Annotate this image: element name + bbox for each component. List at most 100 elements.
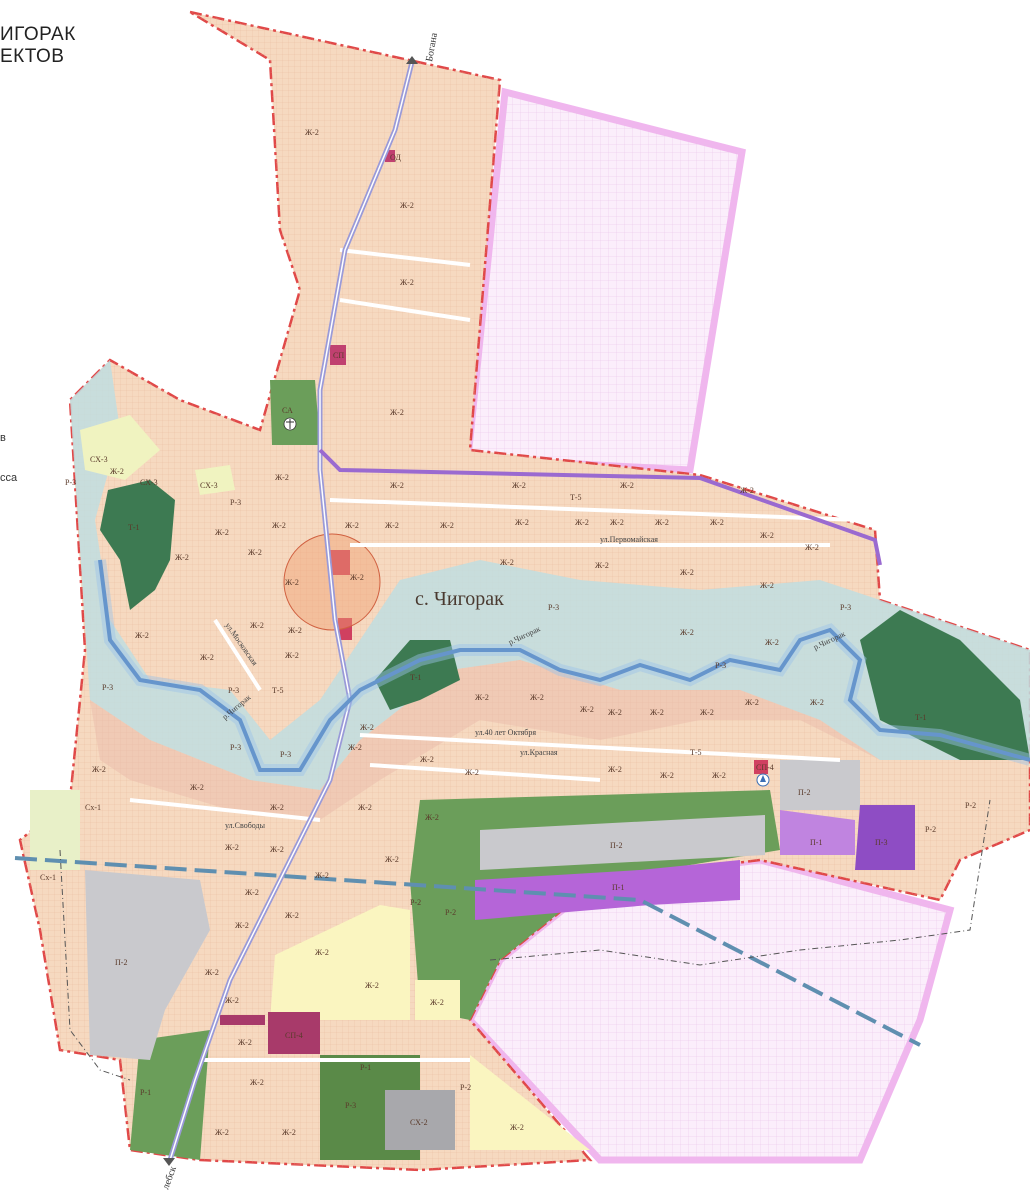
zone-code: СП — [333, 351, 344, 360]
zone-code: Ж-2 — [250, 1078, 264, 1087]
zone-code: Ж-2 — [348, 743, 362, 752]
cemetery-cross-icon — [283, 417, 297, 431]
zone-code: Ж-2 — [315, 871, 329, 880]
zone-code: Сх-1 — [40, 873, 56, 882]
od-building — [385, 150, 395, 162]
south-road-arrow — [163, 1158, 175, 1166]
zone-code: Ж-2 — [385, 855, 399, 864]
water-protection-zone — [70, 360, 1030, 790]
zone-code: Ж-2 — [805, 543, 819, 552]
fence-line — [59, 799, 991, 1081]
street-40-let-oktyabrya: ул.40 лет Октября — [475, 728, 536, 737]
zone-code: Ж-2 — [700, 708, 714, 717]
zone-code: Р-2 — [925, 825, 936, 834]
zone-code: Ж-2 — [465, 768, 479, 777]
zone-code: Ж-2 — [650, 708, 664, 717]
industrial-zone-central — [480, 815, 765, 870]
north-road-label: Богана — [424, 31, 440, 62]
edge-text-fragment-2: сса — [0, 472, 18, 484]
zone-code: Ж-2 — [608, 708, 622, 717]
zone-code: Ж-2 — [272, 521, 286, 530]
street-krasnaya: ул.Красная — [520, 748, 558, 757]
zone-code: Ж-2 — [710, 518, 724, 527]
zone-code: Ж-2 — [760, 531, 774, 540]
zone-code: Ж-2 — [512, 481, 526, 490]
zone-code: Ж-2 — [420, 755, 434, 764]
zone-code: Ж-2 — [225, 996, 239, 1005]
zone-code: СП-4 — [756, 763, 774, 772]
zone-code: Ж-2 — [360, 723, 374, 732]
zone-code: ОД — [390, 153, 401, 162]
zone-code: Ж-2 — [235, 921, 249, 930]
street-pervomayskaya: ул.Первомайская — [600, 535, 658, 544]
zone-code: Ж-2 — [500, 558, 514, 567]
zone-code: СХ-3 — [140, 478, 158, 487]
cemetery-zone — [270, 380, 320, 445]
zone-code: Ж-2 — [610, 518, 624, 527]
zone-code: Р-3 — [65, 478, 76, 487]
south-road-label: лебск — [160, 1165, 179, 1191]
zone-code: Ж-2 — [515, 518, 529, 527]
zone-code: Ж-2 — [200, 653, 214, 662]
zone-code: Ж-2 — [580, 705, 594, 714]
zone-code: Ж-2 — [92, 765, 106, 774]
zone-code: Ж-2 — [110, 467, 124, 476]
zone-code: П-2 — [798, 788, 810, 797]
zone-code: Ж-2 — [400, 201, 414, 210]
zone-code: Ж-2 — [285, 651, 299, 660]
zone-code: П-2 — [115, 958, 127, 967]
industrial-zone-west — [85, 870, 210, 1060]
zone-code: Ж-2 — [430, 998, 444, 1007]
zone-code: Ж-2 — [620, 481, 634, 490]
zone-code: Ж-2 — [390, 408, 404, 417]
zone-code: Р-2 — [460, 1083, 471, 1092]
zone-code: Ж-2 — [425, 813, 439, 822]
zone-code: Ж-2 — [385, 521, 399, 530]
zone-code: П-2 — [610, 841, 622, 850]
zone-code: Ж-2 — [285, 578, 299, 587]
zone-code: Т-1 — [915, 713, 927, 722]
north-road-arrow — [406, 56, 418, 64]
zone-code: СП-4 — [285, 1031, 303, 1040]
zone-code: Ж-2 — [475, 693, 489, 702]
zone-code: Т-5 — [690, 748, 702, 757]
zone-code: П-3 — [875, 838, 887, 847]
zone-code: П-1 — [612, 883, 624, 892]
zone-code: Ж-2 — [238, 1038, 252, 1047]
zone-code: Р-3 — [345, 1101, 356, 1110]
zone-code: Ж-2 — [205, 968, 219, 977]
zone-codes: Ж-2 Ж-2 Ж-2 Ж-2 ОД СП СА СХ-3 СХ-3 СХ-3 … — [40, 128, 976, 1137]
zone-code: Ж-2 — [315, 948, 329, 957]
zone-code: Ж-2 — [245, 888, 259, 897]
zone-code: Ж-2 — [225, 843, 239, 852]
zone-code: Ж-2 — [760, 581, 774, 590]
zone-code: П-1 — [810, 838, 822, 847]
zone-code: Ж-2 — [595, 561, 609, 570]
water-marker-icon — [756, 773, 770, 787]
zone-code: Ж-2 — [305, 128, 319, 137]
street-svobody: ул.Свободы — [225, 821, 266, 830]
zone-code: Р-1 — [140, 1088, 151, 1097]
zone-code: Ж-2 — [190, 783, 204, 792]
street-network — [129, 248, 861, 1062]
zone-code: Ж-2 — [400, 278, 414, 287]
sp4-building — [268, 1012, 320, 1054]
zone-code: Ж-2 — [680, 568, 694, 577]
zone-code: Ж-2 — [745, 698, 759, 707]
zone-code: Р-3 — [230, 743, 241, 752]
edge-text-fragment-1: в — [0, 432, 6, 444]
zone-code: Ж-2 — [215, 528, 229, 537]
zone-code: Т-5 — [272, 686, 284, 695]
zone-code: Ж-2 — [275, 473, 289, 482]
zone-code: Ж-2 — [765, 638, 779, 647]
forest-center — [375, 640, 460, 710]
forest-east — [860, 610, 1030, 760]
zone-code: Ж-2 — [608, 765, 622, 774]
center-building — [330, 550, 350, 575]
industrial-zone-purple — [475, 860, 740, 920]
zone-code: Р-3 — [548, 603, 559, 612]
zone-code: Ж-2 — [510, 1123, 524, 1132]
zone-code: Ж-2 — [740, 486, 754, 495]
forest-west — [100, 480, 175, 610]
